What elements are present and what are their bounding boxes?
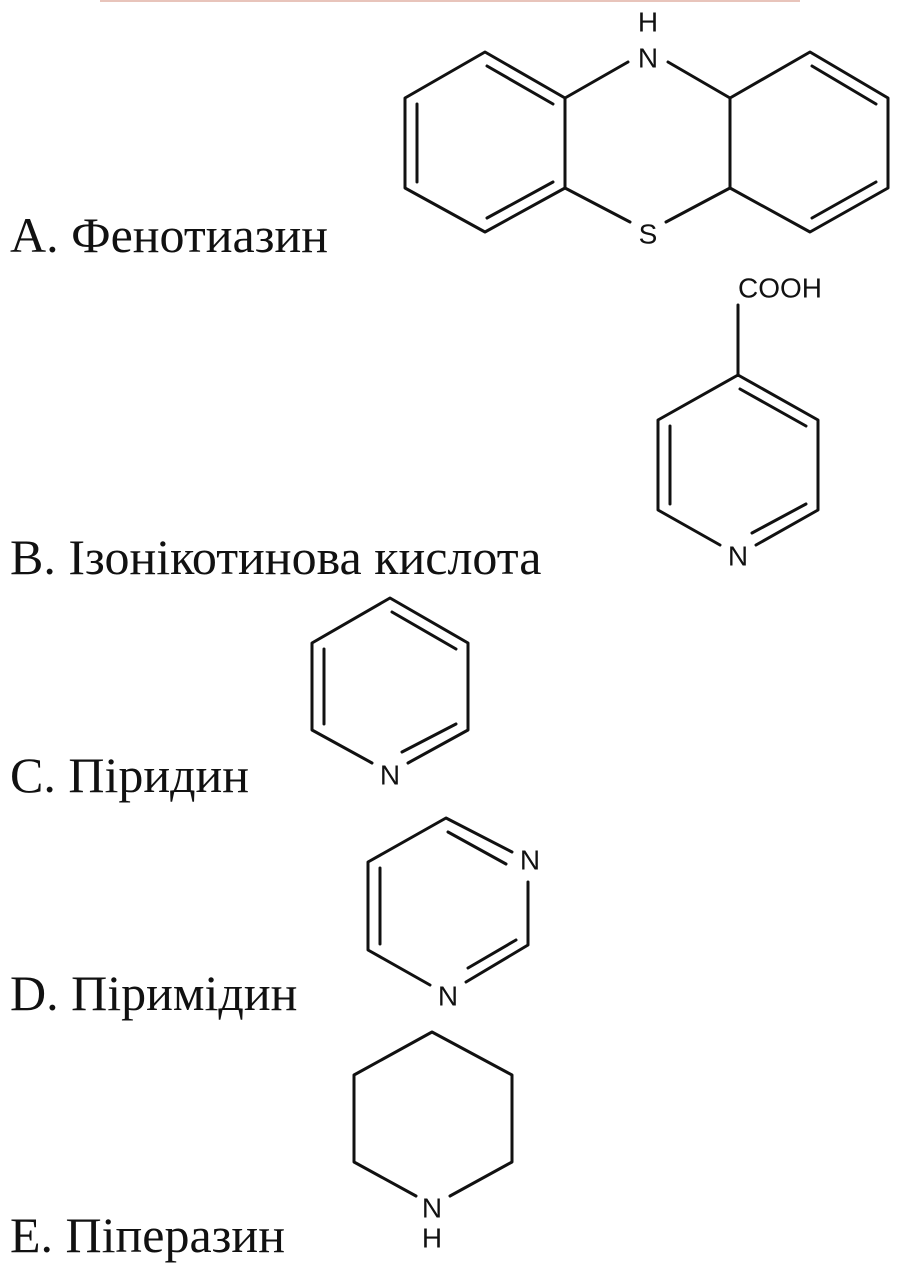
isonicotinic-ring xyxy=(656,373,820,547)
page-top-rule xyxy=(100,0,800,2)
atom-h: H xyxy=(422,1223,442,1254)
atom-n: N xyxy=(380,760,400,791)
atom-s: S xyxy=(639,219,658,250)
pyridine-ring xyxy=(310,596,470,765)
option-e-label: E. Піперазин xyxy=(10,1207,285,1263)
pyrimidine-ring-b xyxy=(464,880,530,984)
option-c-label: C. Піридин xyxy=(10,747,250,803)
atom-n: N xyxy=(638,43,658,74)
atom-n: N xyxy=(438,981,458,1012)
option-a-label: A. Фенотиазин xyxy=(10,207,328,263)
piperazine-ring xyxy=(352,1030,514,1198)
option-d-label: D. Піримідин xyxy=(10,965,298,1021)
atom-n: N xyxy=(728,541,748,572)
option-b-label: B. Ізонікотинова кислота xyxy=(10,529,542,585)
atom-n: N xyxy=(422,1193,442,1224)
atom-n: N xyxy=(520,845,540,876)
atom-h: H xyxy=(638,7,658,38)
phenothiazine-right-ring xyxy=(728,50,890,234)
atom-cooh: COOH xyxy=(738,273,822,304)
pyrimidine-ring-a xyxy=(366,816,514,987)
